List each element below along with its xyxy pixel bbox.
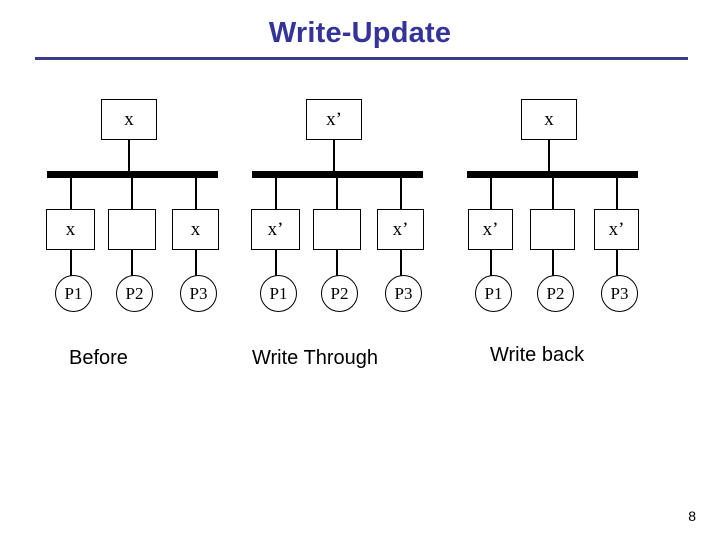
bus-cache-link — [490, 178, 492, 209]
processor-node: P2 — [116, 275, 153, 312]
bus-cache-link — [336, 178, 338, 209]
memory-box: x’ — [306, 99, 362, 140]
cache-processor-link — [616, 250, 618, 277]
bus-cache-link — [131, 178, 133, 209]
memory-box: x — [521, 99, 577, 140]
cache-box: x’ — [251, 209, 300, 250]
processor-node: P1 — [475, 275, 512, 312]
system-bus — [252, 171, 423, 178]
system-bus — [47, 171, 218, 178]
cache-processor-link — [131, 250, 133, 277]
cache-box: x’ — [468, 209, 513, 250]
cache-processor-link — [195, 250, 197, 277]
page-title: Write-Update — [268, 17, 452, 49]
bus-cache-link — [616, 178, 618, 209]
processor-node: P1 — [260, 275, 297, 312]
page-number: 8 — [688, 508, 696, 524]
cache-box — [530, 209, 575, 250]
bus-cache-link — [400, 178, 402, 209]
processor-node: P3 — [385, 275, 422, 312]
processor-node: P2 — [537, 275, 574, 312]
cache-box: x’ — [377, 209, 424, 250]
cache-box: x’ — [594, 209, 639, 250]
processor-node: P3 — [180, 275, 217, 312]
title-divider — [35, 57, 688, 60]
cache-processor-link — [70, 250, 72, 277]
memory-bus-link — [548, 140, 550, 174]
cache-processor-link — [336, 250, 338, 277]
group-label-before: Before — [69, 347, 128, 369]
group-label-write-through: Write Through — [252, 347, 378, 369]
group-label-write-back: Write back — [490, 344, 585, 366]
bus-cache-link — [70, 178, 72, 209]
bus-cache-link — [552, 178, 554, 209]
processor-node: P1 — [55, 275, 92, 312]
system-bus — [467, 171, 638, 178]
memory-box: x — [101, 99, 157, 140]
cache-box: x — [46, 209, 95, 250]
cache-processor-link — [275, 250, 277, 277]
cache-box — [313, 209, 361, 250]
memory-bus-link — [333, 140, 335, 174]
memory-bus-link — [128, 140, 130, 174]
processor-node: P2 — [321, 275, 358, 312]
cache-box: x — [172, 209, 219, 250]
bus-cache-link — [195, 178, 197, 209]
cache-processor-link — [552, 250, 554, 277]
cache-processor-link — [400, 250, 402, 277]
cache-box — [108, 209, 156, 250]
bus-cache-link — [275, 178, 277, 209]
cache-processor-link — [490, 250, 492, 277]
processor-node: P3 — [601, 275, 638, 312]
